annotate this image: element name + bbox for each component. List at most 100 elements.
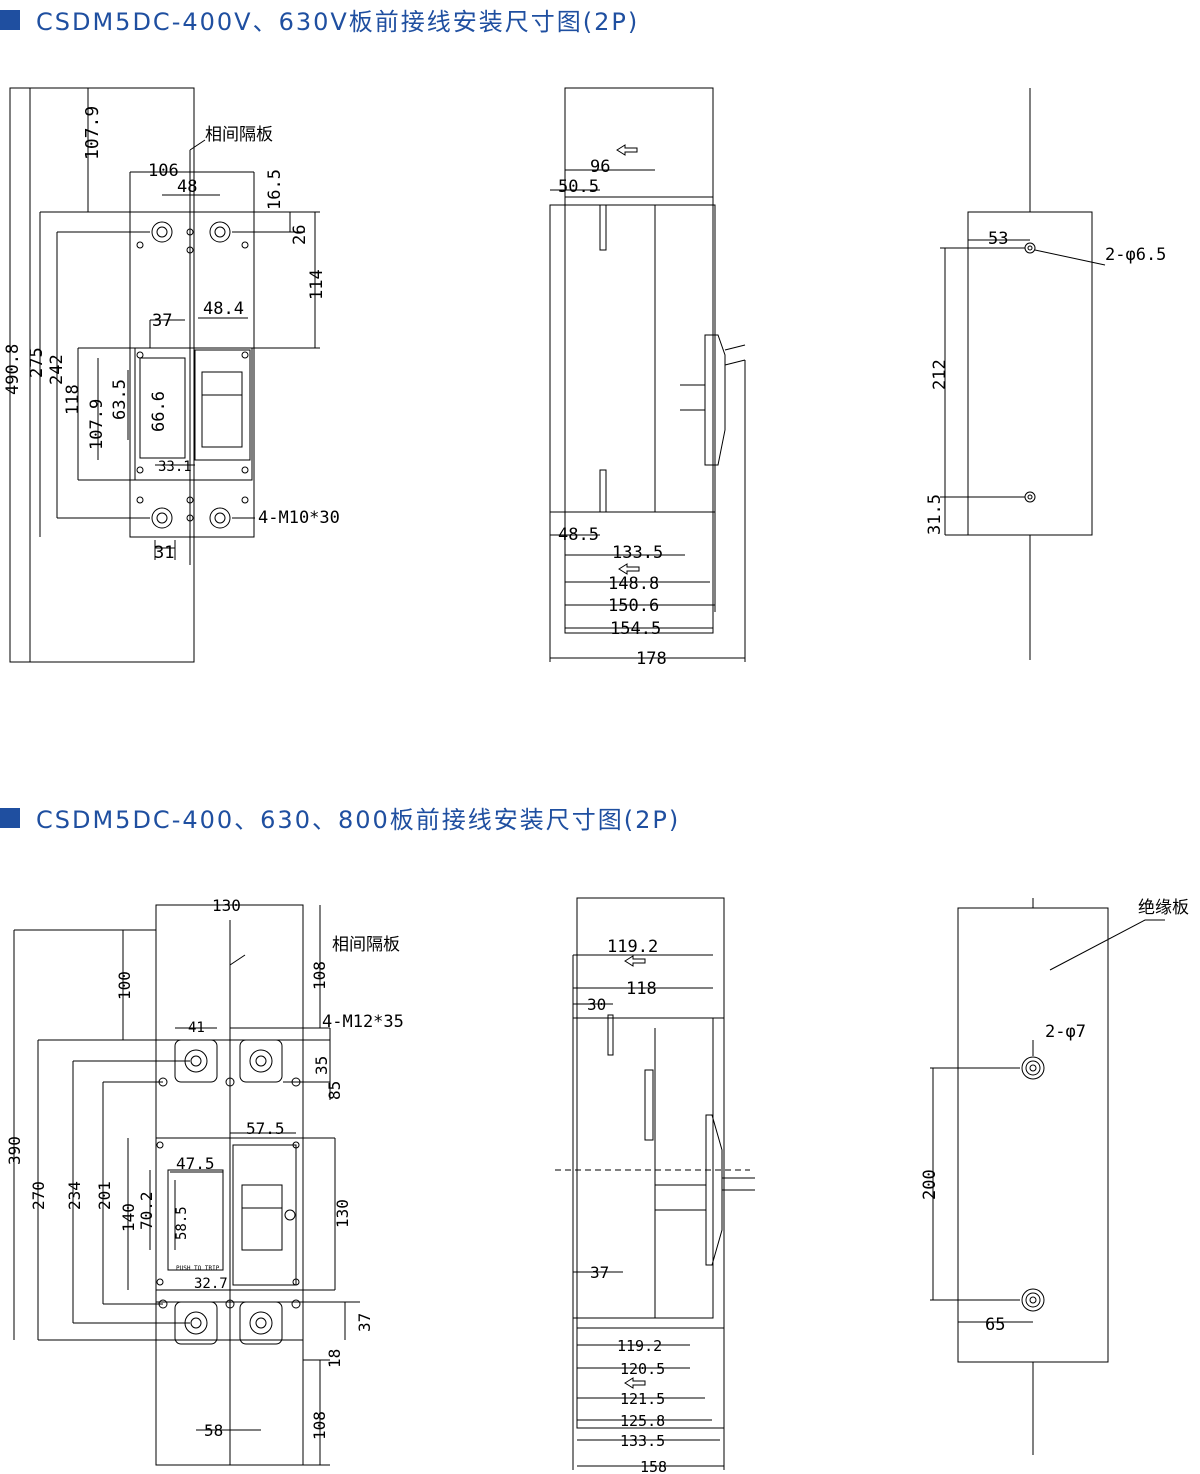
s1-dim-66-6: 66.6 [149,391,169,432]
s2-dim-32-7: 32.7 [194,1276,228,1292]
s2-dim-70-2: 70.2 [137,1191,156,1230]
s2-phase-barrier-label: 相间隔板 [332,935,400,955]
s1-handle-frame [194,349,251,461]
s1-cover-panel [134,347,253,481]
s1-side-dim-96: 96 [590,157,610,177]
s1-front-view [9,87,320,663]
s2-side-plate [576,897,725,1429]
section1-title-text: CSDM5DC-400V、630V板前接线安装尺寸图(2P) [36,8,640,36]
s1-front-labels: 107.9 106 48 16.5 26 114 37 48.4 490.8 2… [3,106,340,563]
s2-front-view [13,904,360,1466]
s2-dim-270: 270 [29,1181,48,1210]
s1-side-body [549,204,716,513]
s1-mount-view [940,88,1106,660]
s1-side-dim-133-5: 133.5 [612,543,663,563]
s1-dim-118: 118 [63,384,83,415]
s1-dim-107-9-top: 107.9 [82,106,103,160]
s2-push-to-trip-label: PUSH TO TRIP [176,1265,220,1272]
s2-insulation-board [957,907,1109,1363]
s2-dim-18: 18 [325,1349,344,1368]
s2-dim-57-5: 57.5 [246,1119,285,1138]
s2-side-dim-158: 158 [640,1458,667,1474]
s1-dim-63-5: 63.5 [110,379,130,420]
s2-dim-140: 140 [119,1203,138,1232]
title-square-icon [0,807,20,828]
s1-mount-dim-53: 53 [988,229,1008,249]
s2-screw-spec-label: 4-M12*35 [322,1012,404,1032]
s2-dim-130-top: 130 [212,896,241,915]
s1-dim-31: 31 [154,543,174,563]
s1-dim-114: 114 [307,269,327,300]
s1-mount-labels: 53 212 31.5 2-φ6.5 [925,229,1166,535]
s1-mount-dim-212: 212 [930,359,950,390]
s1-mount-dim-31-5: 31.5 [925,494,945,535]
s2-mount-dim-65: 65 [985,1315,1005,1335]
s2-handle [241,1184,283,1251]
s1-side-handle [704,334,726,466]
s2-side-dim-120-5: 120.5 [620,1360,665,1378]
s1-side-dim-178: 178 [636,649,667,669]
s2-terminal-group [156,1039,301,1345]
s2-dim-37: 37 [355,1313,374,1332]
s1-dim-33-1: 33.1 [158,459,192,475]
s2-mount-hole-spec: 2-φ7 [1045,1022,1086,1042]
s1-dim-107-9: 107.9 [87,399,107,450]
s1-dim-26: 26 [290,225,310,245]
s2-side-dim-125-8: 125.8 [620,1412,665,1430]
s1-dim-16-5: 16.5 [265,169,285,210]
s2-dim-108-bottom: 108 [310,1411,329,1440]
s2-dim-41: 41 [188,1020,205,1036]
s2-mount-dim-200: 200 [920,1169,940,1200]
s2-dim-47-5: 47.5 [176,1154,215,1173]
s1-side-dim-50-5: 50.5 [558,177,599,197]
s2-side-labels: 119.2 118 30 37 119.2 120.5 121.5 125.8 … [587,937,667,1474]
s1-side-dim-150-6: 150.6 [608,596,659,616]
s1-dim-242: 242 [47,354,67,385]
s2-dim-58: 58 [204,1421,223,1440]
s1-dim-48: 48 [177,177,197,197]
s1-terminal-group [136,221,249,529]
s1-side-dim-48-5: 48.5 [558,525,599,545]
s1-dim-106: 106 [148,161,179,181]
s2-side-dim-30: 30 [587,995,606,1014]
s2-dim-130-right: 130 [333,1199,352,1228]
s1-handle [201,371,243,448]
title-square-icon [0,9,20,30]
s2-mount-view [930,898,1165,1455]
s1-screw-spec-label: 4-M10*30 [258,508,340,528]
section1-title: CSDM5DC-400V、630V板前接线安装尺寸图(2P) [0,2,639,37]
s1-inner-window [139,357,186,459]
s1-phase-barrier-label: 相间隔板 [205,125,273,145]
s2-side-dim-119-2: 119.2 [617,1337,662,1355]
s2-insulation-board-label: 绝缘板 [1138,898,1189,918]
s1-side-dim-148-8: 148.8 [608,574,659,594]
s2-front-labels: 130 100 108 41 35 85 57.5 47.5 390 270 2… [5,896,404,1440]
s1-side-plate [564,87,714,634]
section2-title: CSDM5DC-400、630、800板前接线安装尺寸图(2P) [0,800,680,835]
s1-breaker-body [129,211,255,538]
s2-dim-35: 35 [312,1056,331,1075]
section2-title-text: CSDM5DC-400、630、800板前接线安装尺寸图(2P) [36,806,681,834]
s1-dim-490-8: 490.8 [3,344,23,395]
s2-inner-window [167,1169,224,1271]
s1-side-view [549,87,746,662]
s2-side-handle [705,1114,723,1266]
s2-dim-58-5: 58.5 [174,1206,190,1240]
s1-mount-hole-spec: 2-φ6.5 [1105,245,1166,265]
s2-side-dim-37: 37 [590,1263,609,1282]
s2-dim-85: 85 [325,1081,344,1100]
s2-dim-108-top: 108 [310,961,329,990]
s2-dim-390: 390 [5,1136,24,1165]
s2-side-view [555,897,755,1470]
s2-handle-frame [232,1144,297,1286]
s2-mount-labels: 200 65 2-φ7 绝缘板 [920,898,1189,1335]
s1-mount-board [967,211,1093,536]
s1-dim-275: 275 [27,347,47,378]
s2-side-dim-118: 118 [626,979,657,999]
s2-side-dim-119-2-top: 119.2 [607,937,658,957]
s2-dim-201: 201 [95,1181,114,1210]
s2-side-dim-121-5: 121.5 [620,1390,665,1408]
s1-side-labels: 96 50.5 48.5 133.5 148.8 150.6 154.5 178 [558,157,667,669]
s2-dim-234: 234 [65,1181,84,1210]
